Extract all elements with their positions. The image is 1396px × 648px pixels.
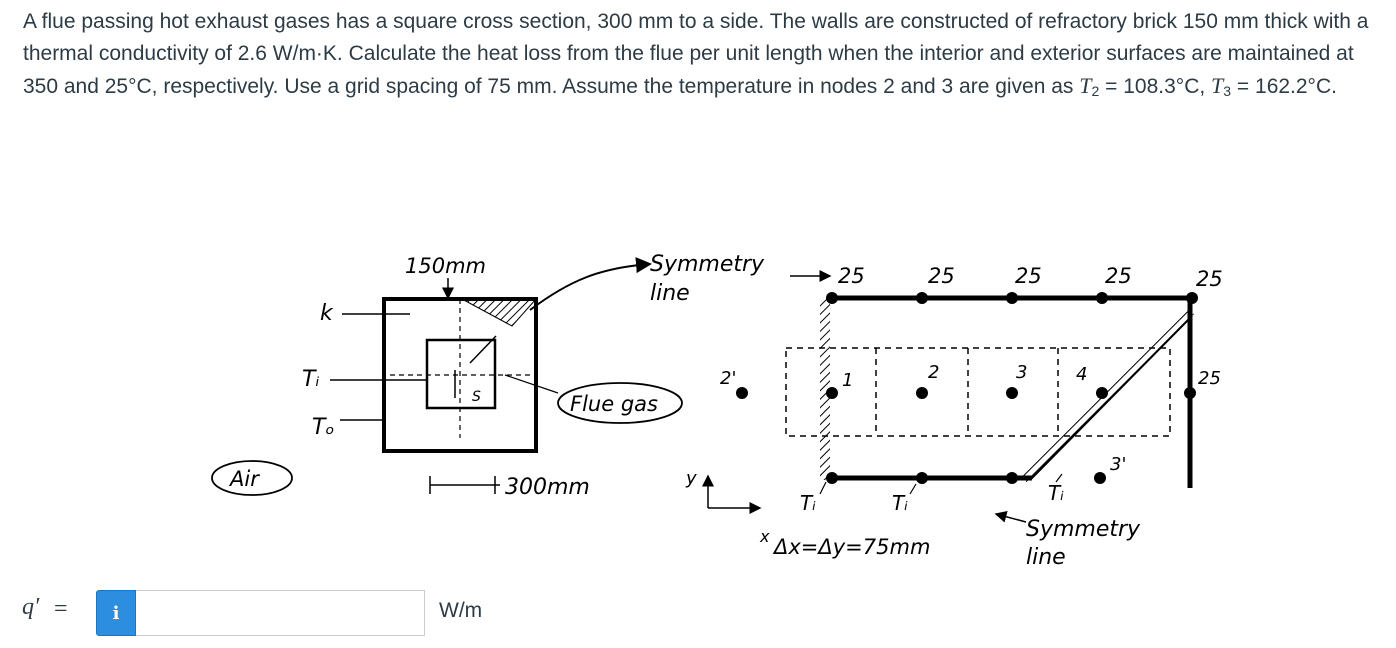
left-symmetry-hatch	[820, 298, 830, 480]
label-to: Tₒ	[312, 415, 335, 440]
label-k: k	[320, 301, 334, 326]
flue-diagram: S 150mm k Tᵢ Tₒ Air Flue gas 300mm	[200, 238, 1260, 583]
label-symmetry-top-2: line	[650, 281, 690, 306]
node-2-prime	[736, 387, 748, 399]
node-3-prime	[1094, 472, 1106, 484]
ti-1-leader	[819, 481, 827, 495]
node-4	[1096, 387, 1108, 399]
node-label-2-prime: 2'	[720, 368, 736, 389]
t2-symbol: T	[1079, 73, 1092, 98]
top-node	[1096, 292, 1108, 304]
node-label-1: 1	[842, 370, 853, 391]
right-temp-label: 25	[1198, 368, 1221, 389]
label-x: x	[759, 527, 770, 546]
top-temp-label: 25	[928, 264, 955, 288]
bottom-node	[916, 472, 928, 484]
small-s-label: S	[472, 389, 481, 405]
label-300mm: 300mm	[505, 475, 590, 500]
top-node	[1186, 292, 1198, 304]
label-flue-gas: Flue gas	[570, 392, 658, 416]
top-node	[1006, 292, 1018, 304]
label-ti-3: Tᵢ	[1048, 481, 1064, 505]
label-symmetry-top-1: Symmetry	[650, 252, 765, 277]
info-icon: i	[112, 602, 120, 624]
label-air: Air	[228, 467, 260, 491]
answer-input[interactable]	[136, 590, 425, 636]
t2-subscript: 2	[1091, 83, 1100, 99]
flue-gas-leader	[504, 374, 559, 394]
node-3	[1006, 387, 1018, 399]
label-symmetry-bottom-2: line	[1026, 545, 1066, 570]
dashed-control-volume	[785, 347, 1171, 437]
air-cloud	[211, 460, 293, 496]
top-node	[916, 292, 928, 304]
ti-2-leader	[909, 483, 917, 495]
flue-gas-cloud	[557, 382, 683, 424]
problem-text: A flue passing hot exhaust gases has a s…	[23, 10, 1369, 98]
top-temp-label: 25	[838, 264, 865, 288]
node-2	[916, 387, 928, 399]
node-label-2: 2	[928, 362, 939, 383]
bottom-node	[1006, 472, 1018, 484]
label-y: y	[685, 468, 697, 489]
label-ti-2: Tᵢ	[892, 491, 908, 515]
node-grid: 25 25 25 25 25 1 2 3 4 2' 25 3' Tᵢ	[685, 264, 1223, 570]
bottom-node	[826, 472, 838, 484]
answer-row: q′ = i W/m	[0, 588, 600, 638]
diagonal-line	[469, 335, 497, 364]
t3-symbol: T	[1211, 73, 1224, 98]
t3-value: = 162.2°C.	[1231, 75, 1337, 98]
top-temp-label: 25	[1196, 267, 1223, 291]
t3-subscript: 3	[1223, 83, 1232, 99]
label-ti: Tᵢ	[302, 367, 319, 392]
info-button[interactable]: i	[96, 590, 136, 636]
label-150mm: 150mm	[405, 254, 486, 278]
problem-statement: A flue passing hot exhaust gases has a s…	[23, 6, 1383, 103]
top-temp-label: 25	[1105, 264, 1132, 288]
right-node	[1184, 387, 1196, 399]
top-node	[826, 292, 838, 304]
top-temp-label: 25	[1015, 264, 1042, 288]
symmetry-curved-arrow	[529, 257, 652, 311]
node-label-3-prime: 3'	[1110, 454, 1126, 475]
ti-3-leader	[1055, 473, 1063, 483]
hatched-region	[461, 298, 538, 327]
answer-label: q′	[22, 594, 40, 620]
unit-label: W/m	[439, 599, 483, 622]
flue-cross-section: S 150mm k Tᵢ Tₒ Air Flue gas 300mm	[211, 254, 683, 500]
label-symmetry-bottom-1: Symmetry	[1026, 517, 1141, 542]
node-1	[826, 387, 838, 399]
node-label-3: 3	[1016, 362, 1027, 383]
flue-diagram-svg: S 150mm k Tᵢ Tₒ Air Flue gas 300mm	[211, 252, 1223, 570]
label-ti-1: Tᵢ	[800, 491, 816, 515]
t2-value: = 108.3°C,	[1099, 75, 1212, 98]
label-spacing: Δx=Δy=75mm	[772, 535, 930, 559]
node-label-4: 4	[1076, 364, 1087, 385]
equals-sign: =	[54, 596, 68, 622]
symmetry-bottom-arrow	[994, 510, 1027, 523]
inner-wall	[425, 338, 497, 410]
